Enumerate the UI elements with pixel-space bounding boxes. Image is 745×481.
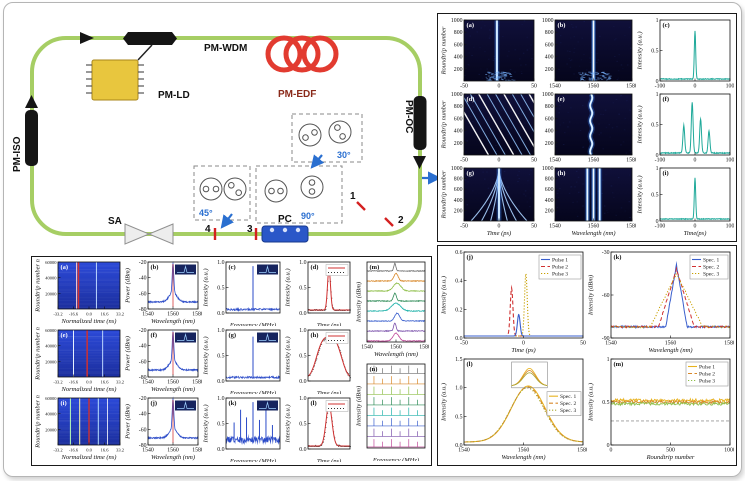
label-port-1: 1 xyxy=(350,191,356,202)
subplot-brm xyxy=(587,355,734,462)
label-pm-wdm: PM-WDM xyxy=(204,43,247,54)
pm-edf-coil xyxy=(265,35,339,73)
label-angle-45: 45° xyxy=(199,208,213,218)
subplot-brk xyxy=(587,248,734,355)
label-pm-edf: PM-EDF xyxy=(278,89,316,100)
subplot-bll xyxy=(284,394,354,462)
subplot-trh xyxy=(538,164,636,238)
label-pm-ld: PM-LD xyxy=(158,90,190,101)
label-port-4: 4 xyxy=(205,224,211,235)
label-sa: SA xyxy=(108,216,122,227)
pm-ld-chip xyxy=(86,59,144,101)
panel-pulse-comparison xyxy=(437,245,737,466)
label-port-3: 3 xyxy=(247,224,253,235)
subplot-trd xyxy=(440,90,538,164)
characterization-grid xyxy=(34,258,354,464)
ld-fiber-lead xyxy=(137,44,153,61)
pm-iso-body xyxy=(25,95,38,166)
panel-pulse-evolution xyxy=(437,13,737,242)
subplot-tre xyxy=(538,90,636,164)
label-pc: PC xyxy=(278,214,292,225)
subplot-bld xyxy=(284,258,354,326)
saturable-absorber-body xyxy=(124,223,174,245)
polarization-controller-body xyxy=(261,225,309,243)
subplot-blb xyxy=(124,258,202,326)
insertion-arrow-30 xyxy=(310,154,325,169)
subplot-blg xyxy=(202,326,284,394)
subplot-trg xyxy=(440,164,538,238)
subplot-tri xyxy=(636,164,734,238)
insertion-arrow-45 xyxy=(220,213,234,229)
subplot-blm xyxy=(355,258,429,359)
figure-border xyxy=(3,2,742,477)
subplot-blj xyxy=(124,394,202,462)
subplot-bli xyxy=(34,394,124,462)
subplot-blh xyxy=(284,326,354,394)
panel-state-characterization xyxy=(31,256,432,466)
subplot-ble xyxy=(34,326,124,394)
subplot-bln xyxy=(355,360,429,461)
label-pm-iso: PM-ISO xyxy=(12,136,23,172)
pol-box-90 xyxy=(255,165,343,224)
subplot-blc xyxy=(202,258,284,326)
subplot-blk xyxy=(202,394,284,462)
pol-box-30 xyxy=(291,113,363,163)
label-pm-oc: PM-OC xyxy=(403,100,414,133)
subplot-blf xyxy=(124,326,202,394)
propagation-arrow xyxy=(80,32,94,44)
subplot-trc xyxy=(636,16,734,90)
pm-oc-body xyxy=(413,96,427,169)
subplot-trb xyxy=(538,16,636,90)
subplot-brl xyxy=(440,355,587,462)
pol-box-45 xyxy=(193,165,251,221)
label-angle-30: 30° xyxy=(337,150,351,160)
pm-wdm-body xyxy=(123,32,177,45)
subplot-bla xyxy=(34,258,124,326)
tap-mark-1 xyxy=(356,201,366,211)
label-angle-90: 90° xyxy=(301,211,315,221)
subplot-trf xyxy=(636,90,734,164)
tap-mark-2 xyxy=(384,217,394,227)
laser-setup-diagram: PM-WDM PM-LD PM-EDF PM-OC PM-ISO SA PC 3… xyxy=(12,32,438,245)
subplot-brj xyxy=(440,248,587,355)
stacked-spectra-column xyxy=(355,258,429,464)
subplot-tra xyxy=(440,16,538,90)
label-port-2: 2 xyxy=(398,215,404,226)
